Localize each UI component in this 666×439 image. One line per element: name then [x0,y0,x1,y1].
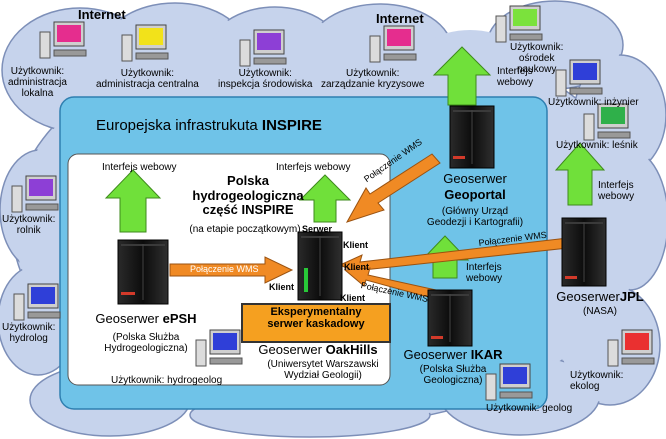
wms-label-epsh: Połączenie WMS [190,264,259,274]
web-interface-oakhills-label: Interfejs webowy [276,162,351,173]
computer-icon [121,24,169,62]
user-research: Użytkownik: ośrodek naukowy [510,42,564,76]
wms-arrow-ikar-oakhills [343,267,437,299]
polish-part-subtitle: (na etapie początkowym) [189,224,301,235]
web-interface-geoportal-label: Interfejs webowy [497,66,534,89]
server-jpl [561,217,607,287]
server-geoportal-name-bold: Geoportal [444,187,506,202]
user-hydrogeologist: Użytkownik: hydrogeolog [111,375,223,386]
computer-icon [369,25,417,63]
computer-icon [39,21,87,59]
wms-arrow-geoportal-oakhills [345,153,441,223]
oakhills-role-client-2: Klient [344,262,370,272]
experimental-server-badge [241,303,391,343]
user-admin-central: Użytkownik: administracja centralna [96,68,199,91]
user-ecologist: Użytkownik: ekolog [570,370,624,393]
computer-icon [485,363,533,401]
web-arrow-jpl [554,142,606,206]
user-farmer: Użytkownik: rolnik [2,214,56,237]
inspire-title-bold: INSPIRE [261,117,322,134]
internet-title-left: Internet [78,7,126,22]
server-oakhills-org: (Uniwersytet Warszawski Wydział Geologii… [267,359,379,382]
computer-icon [195,329,243,367]
polish-part-title: Polska hydrogeologiczna część INSPIRE [192,173,304,218]
server-epsh-org: (Polska Służba Hydrogeologiczna) [104,332,188,355]
server-jpl-org: (NASA) [583,306,617,317]
server-ikar-name: Geoserwer IKAR [403,347,503,362]
server-jpl-name: GeoserwerJPL [556,289,644,304]
web-interface-epsh-label: Interfejs webowy [102,162,177,173]
web-arrow-epsh [104,169,162,233]
computer-icon [607,329,655,367]
user-crisis-mgmt: Użytkownik: zarządzanie kryzysowe [321,68,425,91]
server-ikar-org: (Polska Służba Geologiczna) [419,364,487,387]
wms-arrow-epsh-oakhills [169,256,294,284]
server-geoportal-name-line: Geoserwer [443,171,507,186]
oakhills-role-server: Serwer [302,224,333,234]
user-engineer: Użytkownik: inżynier [548,97,639,108]
user-hydrologist: Użytkownik: hydrolog [2,322,56,345]
web-arrow-geoportal [432,46,492,106]
server-geoportal-org: (Główny Urząd Geodezji i Kartografii) [426,206,524,229]
oakhills-role-client-4: Klient [340,293,366,303]
computer-icon [495,5,543,43]
server-oakhills [297,231,343,301]
computer-icon [11,175,59,213]
computer-icon [555,59,603,97]
inspire-title: Europejska infrastrukuta INSPIRE [96,117,322,135]
oakhills-role-client-1: Klient [343,240,369,250]
web-arrow-oakhills [298,174,352,223]
oakhills-role-client-3: Klient [269,282,295,292]
computer-icon [583,103,631,141]
inspire-title-normal: Europejska infrastrukuta [96,117,262,134]
computer-icon [13,283,61,321]
server-epsh-name: Geoserwer ePSH [95,311,197,326]
server-epsh [117,239,169,305]
user-forester: Użytkownik: leśnik [556,140,638,151]
server-oakhills-name: Geoserwer OakHills [258,342,378,357]
web-interface-ikar-label: Interfejs webowy [466,262,503,285]
computer-icon [239,29,287,67]
user-geologist: Użytkownik: geolog [486,403,573,414]
experimental-server-label: Eksperymentalny serwer kaskadowy [267,306,365,331]
internet-title-right: Internet [376,11,424,26]
user-env-inspection: Użytkownik: inspekcja środowiska [218,68,313,91]
server-geoportal [449,105,495,169]
web-interface-jpl-label: Interfejs webowy [598,180,635,203]
user-admin-local: Użytkownik: administracja lokalna [8,66,67,100]
server-ikar [427,289,473,347]
